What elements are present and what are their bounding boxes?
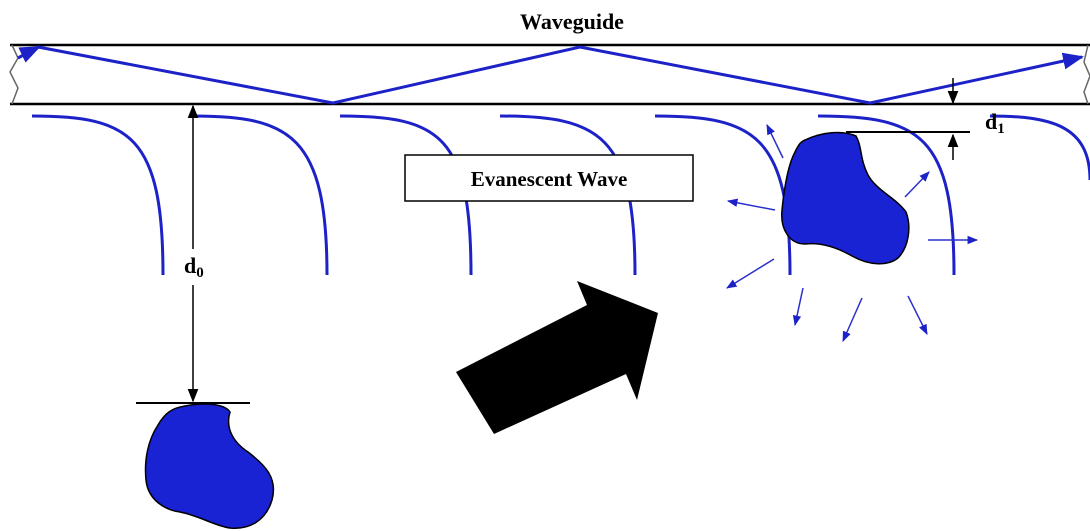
waveguide — [9, 43, 1090, 106]
ray-start-arrow — [18, 45, 41, 63]
scatter-arrow — [842, 297, 863, 342]
evanescent-wave-label-box: Evanescent Wave — [404, 154, 694, 202]
d1-label: d1 — [985, 109, 1005, 137]
d0-dimension: d0 — [136, 104, 250, 404]
waveguide-left-break — [9, 44, 19, 105]
scatter-arrow — [766, 124, 784, 159]
waveguide-title: Waveguide — [520, 9, 624, 34]
scatter-arrow — [726, 258, 775, 289]
d1-label-sub: 1 — [997, 121, 1005, 137]
d0-label-base: d — [184, 253, 196, 278]
field-curve — [499, 114, 637, 276]
light-ray — [17, 45, 1085, 105]
scatter-arrow — [907, 295, 928, 335]
d0-label-sub: 0 — [196, 265, 204, 281]
particle-near — [781, 131, 910, 265]
evanescent-wave-label: Evanescent Wave — [471, 167, 628, 191]
field-curve — [192, 114, 329, 276]
movement-arrow — [456, 281, 658, 434]
field-curve — [817, 114, 956, 276]
d1-label-base: d — [985, 109, 997, 134]
waveguide-right-break — [1083, 44, 1090, 105]
scatter-arrow — [792, 287, 804, 327]
particle-far — [144, 403, 275, 529]
scattered-light — [726, 124, 979, 342]
d1-dimension: d1 — [846, 78, 1005, 160]
field-curve — [989, 114, 1090, 181]
d0-label: d0 — [184, 253, 204, 281]
scatter-arrow — [726, 198, 776, 211]
field-curve — [339, 114, 473, 276]
field-curve — [31, 114, 165, 276]
scatter-arrow — [904, 171, 930, 198]
